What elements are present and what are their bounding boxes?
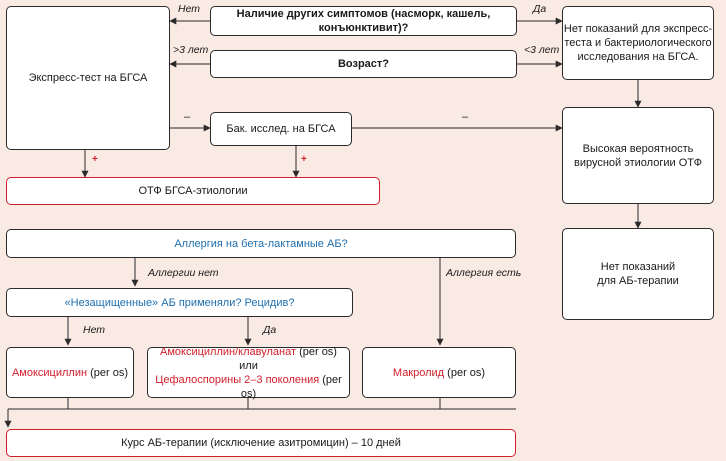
course-text: Курс АБ-терапии (исключение азитромицин)… <box>121 437 401 449</box>
label-age-over: >3 лет <box>173 44 209 56</box>
no-ab-line-2: для АБ-терапии <box>597 275 679 287</box>
amox-clav-drug: Амоксициллин/клавуланат <box>160 345 297 358</box>
viral-line-1: Высокая вероятность <box>582 142 694 155</box>
amoxicillin-route: (per os) <box>87 366 129 379</box>
express-test-text: Экспресс-тест на БГСА <box>28 72 148 84</box>
label-bac-plus: + <box>301 154 307 165</box>
label-express-plus: + <box>92 154 98 165</box>
viral-box: Высокая вероятность вирусной этиологии О… <box>562 107 714 204</box>
course-box: Курс АБ-терапии (исключение азитромицин)… <box>6 429 516 457</box>
unprotected-question-text: «Незащищенные» АБ применяли? Рецидив? <box>64 296 295 309</box>
amox-clav-line: Амоксициллин/клавуланат (per os) <box>160 345 337 359</box>
bac-test-text: Бак. исслед. на БГСА <box>226 123 336 135</box>
no-express-line-3: исследования на БГСА. <box>577 51 699 63</box>
amox-clav-route: (per os) <box>296 345 337 358</box>
label-symptoms-yes: Да <box>533 3 547 15</box>
otf-box: ОТФ БГСА-этиологии <box>6 177 380 205</box>
label-express-minus: – <box>184 111 191 123</box>
allergy-question-text: Аллергия на бета-лактамные АБ? <box>174 237 348 250</box>
symptoms-question-box: Наличие других симптомов (насморк, кашел… <box>210 6 517 36</box>
amox-clav-or: или <box>239 359 258 372</box>
amoxicillin-box: Амоксициллин (per os) <box>6 347 134 398</box>
age-question-text: Возраст? <box>337 58 390 70</box>
cephalosporin-route: (per os) <box>240 373 342 400</box>
amoxicillin-line: Амоксициллин (per os) <box>12 366 128 380</box>
label-unprotected-no: Нет <box>83 324 106 336</box>
express-test-box: Экспресс-тест на БГСА <box>6 6 170 150</box>
age-question-box: Возраст? <box>210 50 517 78</box>
symptoms-question-text: Наличие других симптомов (насморк, кашел… <box>236 8 491 34</box>
no-express-line-1: Нет показаний для экспресс- <box>563 23 713 35</box>
cephalosporin-drug: Цефалоспорины 2–3 поколения <box>155 373 320 386</box>
label-unprotected-yes: Да <box>263 324 277 336</box>
macrolide-line: Макролид (per os) <box>393 366 485 380</box>
no-express-line-2: теста и бактериологического <box>564 37 712 49</box>
unprotected-question-box: «Незащищенные» АБ применяли? Рецидив? <box>6 288 353 317</box>
otf-text: ОТФ БГСА-этиологии <box>138 185 248 197</box>
allergy-question-box: Аллергия на бета-лактамные АБ? <box>6 229 516 258</box>
bac-test-box: Бак. исслед. на БГСА <box>210 112 352 146</box>
macrolide-route: (per os) <box>444 366 486 379</box>
label-bac-minus: – <box>462 111 469 123</box>
label-age-under: <3 лет <box>524 44 560 56</box>
macrolide-drug: Макролид <box>392 366 445 379</box>
label-symptoms-no: Нет <box>178 3 201 15</box>
amox-clav-box: Амоксициллин/клавуланат (per os) или Цеф… <box>147 345 350 401</box>
no-ab-line-1: Нет показаний <box>600 261 676 273</box>
no-ab-box: Нет показаний для АБ-терапии <box>562 228 714 320</box>
label-allergy-yes: Аллергия есть <box>446 267 522 279</box>
viral-line-2: вирусной этиологии ОТФ <box>574 156 702 169</box>
no-express-box: Нет показаний для экспресс- теста и бакт… <box>562 6 714 80</box>
amoxicillin-drug: Амоксициллин <box>11 366 88 379</box>
label-allergy-no: Аллергии нет <box>148 267 219 279</box>
macrolide-box: Макролид (per os) <box>362 347 516 398</box>
cephalosporin-line: Цефалоспорины 2–3 поколения (per os) <box>148 373 349 401</box>
